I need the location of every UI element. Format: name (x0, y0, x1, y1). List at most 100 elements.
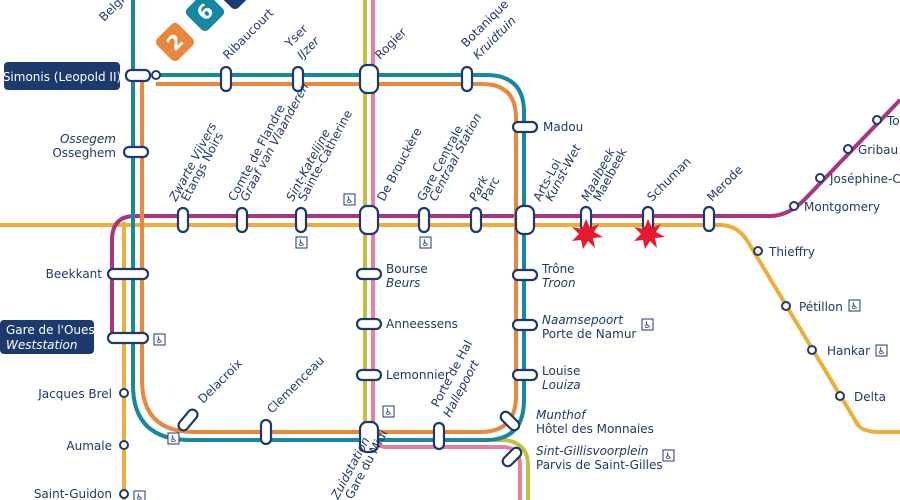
label-sint-gillisvoorplein: Sint-Gillisvoorplein (536, 444, 648, 458)
svg-text:♿: ♿ (155, 336, 163, 346)
line-2-track (140, 80, 518, 434)
label-naamsepoort: Naamsepoort (542, 313, 624, 327)
stop-arts-loi[interactable] (514, 204, 536, 236)
stop-parc[interactable] (469, 206, 483, 234)
stop-sainte-catherine[interactable] (294, 206, 308, 234)
wheelchair-icon: ♿ (662, 449, 675, 462)
stop-gare-centrale[interactable] (417, 206, 431, 234)
stop-aumale[interactable] (119, 440, 129, 450)
svg-text:♿: ♿ (345, 196, 353, 206)
stop-parvis-de-saint-gilles[interactable] (501, 446, 524, 469)
stop-madou[interactable] (511, 120, 539, 134)
stop-delta[interactable] (835, 391, 845, 401)
label-merode: Merode (704, 163, 746, 205)
svg-text:♿: ♿ (850, 302, 858, 312)
stop-thieffry[interactable] (753, 246, 763, 256)
stop-porte-de-namur[interactable] (511, 318, 539, 332)
explosion-icon-maalbeek (572, 219, 603, 249)
label-thieffry: Thieffry (768, 245, 815, 259)
label-lemonnier: Lemonnier (386, 368, 450, 382)
label-hankar: Hankar (827, 344, 870, 358)
wheelchair-icon: ♿ (641, 318, 654, 331)
label-porte-de-namur: Porte de Namur (542, 327, 636, 341)
stop-merode[interactable] (702, 205, 716, 233)
explosion-icon-schuman (634, 219, 665, 249)
wheelchair-icon: ♿ (133, 490, 146, 500)
stop-lemonnier[interactable] (355, 368, 383, 382)
stop-petillon[interactable] (781, 301, 791, 311)
stop-montgomery[interactable] (789, 201, 799, 211)
wheelchair-icon: ♿ (419, 236, 432, 249)
label-beekkant: Beekkant (46, 267, 103, 281)
stop-delacroix[interactable] (176, 408, 199, 433)
label-troon: Troon (542, 276, 576, 290)
stop-simonis[interactable] (124, 68, 152, 83)
label-louiza: Louiza (542, 378, 581, 392)
line-2-badge[interactable]: 2 (154, 21, 196, 63)
label-petillon: Pétillon (799, 300, 843, 314)
stop-ribaucourt[interactable] (219, 65, 233, 93)
label-bourse: Bourse (386, 262, 428, 276)
label-delta: Delta (854, 390, 886, 404)
wheelchair-icon: ♿ (875, 344, 888, 357)
stop-hankar[interactable] (807, 345, 817, 355)
svg-text:Simonis (Leopold II): Simonis (Leopold II) (3, 70, 121, 84)
wheelchair-icon: ♿ (295, 236, 308, 249)
stop-yser[interactable] (291, 65, 305, 93)
label-rogier: Rogier (372, 25, 409, 62)
stop-porte-de-hal[interactable] (432, 421, 446, 451)
stop-bourse[interactable] (355, 267, 383, 281)
label-saint-guidon: Saint-Guidon (34, 487, 112, 500)
stop-clemenceau[interactable] (259, 418, 273, 446)
stop-gribaumont[interactable] (843, 144, 853, 154)
label-louise: Louise (542, 364, 580, 378)
label-clemenceau: Clemenceau (264, 353, 327, 416)
svg-text:♿: ♿ (421, 239, 429, 249)
label-montgomery: Montgomery (804, 200, 880, 214)
label-gare-de-l-ouest: Gare de l'Ouest Weststation (0, 320, 100, 354)
label-trone: Trône (541, 262, 575, 276)
svg-text:Gare de l'Ouest: Gare de l'Ouest (6, 323, 100, 337)
stop-hotel-des-monnaies[interactable] (499, 410, 522, 433)
label-belgica: Belgica (96, 0, 137, 24)
label-delacroix: Delacroix (195, 356, 245, 406)
stop-comte-de-flandre[interactable] (235, 206, 249, 234)
stop-josephine-charlotte[interactable] (815, 173, 825, 183)
label-simonis: Simonis (Leopold II) (3, 62, 121, 90)
label-schuman: Schuman (644, 155, 694, 205)
stop-anneessens[interactable] (355, 317, 383, 331)
stop-tomberg[interactable] (872, 115, 882, 125)
svg-text:♿: ♿ (643, 321, 651, 331)
svg-text:♿: ♿ (169, 435, 177, 445)
label-anneessens: Anneessens (386, 317, 458, 331)
wheelchair-icon: ♿ (382, 405, 395, 418)
stop-etangs-noirs[interactable] (176, 206, 190, 234)
stop-osseghem[interactable] (122, 145, 150, 159)
svg-text:Weststation: Weststation (6, 338, 78, 352)
svg-text:♿: ♿ (297, 239, 305, 249)
stop-gare-de-l-ouest[interactable] (106, 331, 150, 345)
wheelchair-icon: ♿ (343, 193, 356, 206)
stop-jacques-brel[interactable] (119, 388, 129, 398)
line-6-badge[interactable]: 6 (184, 0, 226, 33)
stop-simonis-east[interactable] (151, 70, 161, 80)
label-aumale: Aumale (66, 439, 112, 453)
label-ossegem: Ossegem (60, 132, 116, 146)
stop-gare-du-midi[interactable] (358, 420, 380, 454)
label-hotel-des-monnaies: Hôtel des Monnaies (536, 422, 654, 436)
label-jacques-brel: Jacques Brel (37, 387, 112, 401)
stop-louise[interactable] (511, 368, 539, 382)
stop-beekkant[interactable] (106, 267, 150, 281)
stop-saint-guidon[interactable] (119, 489, 129, 499)
stop-trone[interactable] (511, 268, 539, 282)
label-beurs: Beurs (386, 276, 420, 290)
stop-botanique[interactable] (460, 65, 474, 93)
label-tomberg: To (886, 114, 900, 128)
label-munthof: Munthof (536, 408, 587, 422)
stop-de-brouckere[interactable] (358, 204, 380, 236)
wheelchair-icon: ♿ (153, 333, 166, 346)
line-6-track (131, 0, 526, 442)
stop-rogier[interactable] (358, 63, 380, 95)
svg-text:♿: ♿ (664, 452, 672, 462)
